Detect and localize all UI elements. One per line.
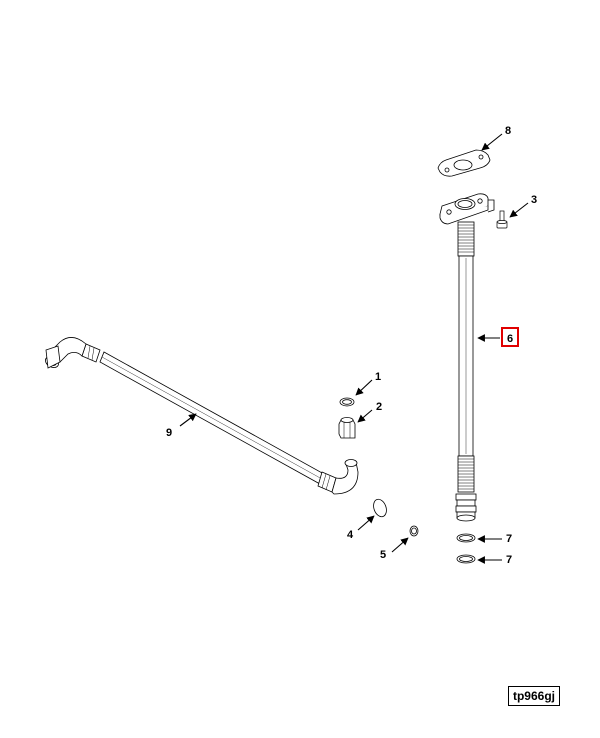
callout-2: 2 — [376, 401, 382, 413]
callout-5: 5 — [380, 549, 386, 561]
callout-3: 3 — [531, 194, 537, 206]
hose-assembly — [45, 337, 359, 495]
leader-lines — [179, 133, 529, 564]
callout-9: 9 — [166, 427, 172, 439]
figure-reference-label: tp966gj — [508, 686, 560, 706]
callout-7-upper: 7 — [506, 533, 512, 545]
fitting-and-washer — [338, 397, 356, 439]
callout-7-lower: 7 — [506, 554, 512, 566]
callout-4: 4 — [347, 529, 354, 541]
callout-6: 6 — [507, 333, 513, 345]
vertical-tube — [455, 221, 477, 522]
o-rings — [456, 533, 476, 564]
tube-flange — [439, 193, 495, 225]
callout-6-highlight — [501, 327, 519, 347]
callout-8: 8 — [505, 125, 511, 137]
gasket — [437, 149, 491, 177]
capscrew — [496, 210, 508, 229]
callout-1: 1 — [375, 371, 381, 383]
plugs — [373, 498, 419, 537]
